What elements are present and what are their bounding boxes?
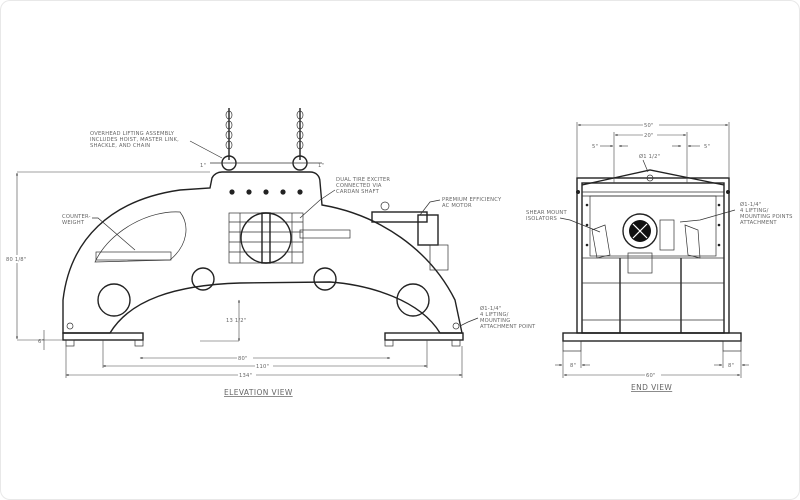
callout-counterweight-1: COUNTER- (62, 214, 91, 220)
callout-mounting-2: 4 LIFTING/ (480, 312, 509, 318)
callout-motor-1: PREMIUM EFFICIENCY (442, 197, 502, 203)
callout-lifting-3: SHACKLE, AND CHAIN (90, 143, 150, 149)
lifting-chain-right (292, 108, 308, 171)
foot (134, 339, 144, 347)
motor (371, 201, 449, 271)
foot (384, 339, 394, 347)
callout-right-3: MOUNTING POINTS (740, 214, 793, 220)
leader (92, 217, 136, 251)
elevation-view: OVERHEAD LIFTING ASSEMBLY INCLUDES HOIST… (5, 108, 536, 397)
dim-bottom-overall-label: 60" (646, 373, 656, 379)
bolt-row (229, 189, 303, 195)
end-foot (722, 340, 742, 352)
callout-exciter-2: CONNECTED VIA (336, 183, 382, 189)
dim-hole-label: Ø1 1/2" (639, 153, 660, 160)
callout-mounting-3: MOUNTING (480, 318, 510, 324)
leader (642, 159, 649, 173)
bracket (659, 219, 675, 251)
callout-exciter-3: CARDAN SHAFT (336, 189, 380, 195)
mount-hole (452, 322, 460, 330)
end-base (562, 332, 742, 342)
dim-middle-label: 110" (256, 364, 269, 370)
dim-height-label: 80 1/8" (6, 257, 26, 263)
lift-eye (646, 174, 654, 182)
callout-mounting-4: ATTACHMENT POINT (480, 324, 536, 330)
end-bolts (576, 190, 730, 247)
callout-exciter-1: DUAL TIRE EXCITER (336, 177, 390, 183)
mount-hole (66, 322, 74, 330)
dim-left-gap-label: 5" (592, 144, 598, 150)
lifting-chain-left (221, 108, 237, 171)
dim-bottom-right-label: 8" (728, 363, 734, 369)
dim-top-overall-label: 50" (644, 123, 654, 129)
callout-isolators-1: SHEAR MOUNT (526, 210, 568, 216)
callout-lifting-1: OVERHEAD LIFTING ASSEMBLY (90, 131, 175, 137)
arched-frame (62, 171, 463, 334)
foot (65, 339, 75, 347)
lightening-hole (396, 283, 430, 317)
dim-bottom-left-label: 8" (570, 363, 576, 369)
end-foot (562, 340, 582, 352)
callout-lifting-2: INCLUDES HOIST, MASTER LINK, (90, 137, 179, 143)
dim-arch-label: 13 1/2" (226, 318, 246, 324)
dim-right-gap-label: 5" (704, 144, 710, 150)
leader (459, 317, 479, 327)
housing (589, 195, 717, 257)
callout-right-4: ATTACHMENT (740, 220, 777, 226)
dim-small-label: 6" (38, 339, 44, 345)
leader (299, 189, 336, 219)
motor-end (622, 213, 658, 249)
right-base (384, 332, 464, 341)
callout-counterweight-2: WEIGHT (62, 220, 85, 226)
dim-top-label-r: 1" (318, 163, 324, 169)
counterweight-plate (95, 251, 172, 261)
leader (419, 199, 441, 216)
left-base (62, 332, 144, 341)
leader (559, 217, 601, 233)
callout-motor-2: AC MOTOR (442, 203, 472, 209)
motor-base (627, 252, 653, 274)
callout-right-1: Ø1-1/4" (740, 201, 761, 208)
lightening-hole (191, 267, 215, 291)
dim-top-label: 1" (200, 163, 206, 169)
lightening-hole (97, 283, 131, 317)
callout-isolators-2: ISOLATORS (526, 216, 557, 222)
leader (189, 140, 223, 159)
end-view: SHEAR MOUNT ISOLATORS Ø1-1/4" 4 LIFTING/… (526, 121, 793, 392)
lightening-hole (313, 267, 337, 291)
foot (451, 339, 461, 347)
top-cover (581, 169, 725, 186)
end-view-title: END VIEW (631, 383, 672, 392)
callout-right-2: 4 LIFTING/ (740, 208, 769, 214)
leader (679, 209, 736, 223)
callout-mounting-1: Ø1-1/4" (480, 305, 501, 312)
elevation-view-title: ELEVATION VIEW (224, 388, 293, 397)
counterweight (94, 211, 187, 263)
dim-inner-label: 80" (238, 356, 248, 362)
end-frame (576, 177, 730, 334)
dim-overall-label: 134" (239, 373, 252, 379)
isolator-right (684, 224, 701, 259)
dim-top-inner-label: 20" (644, 133, 654, 139)
exciter (228, 212, 351, 264)
isolator-left (591, 224, 611, 259)
